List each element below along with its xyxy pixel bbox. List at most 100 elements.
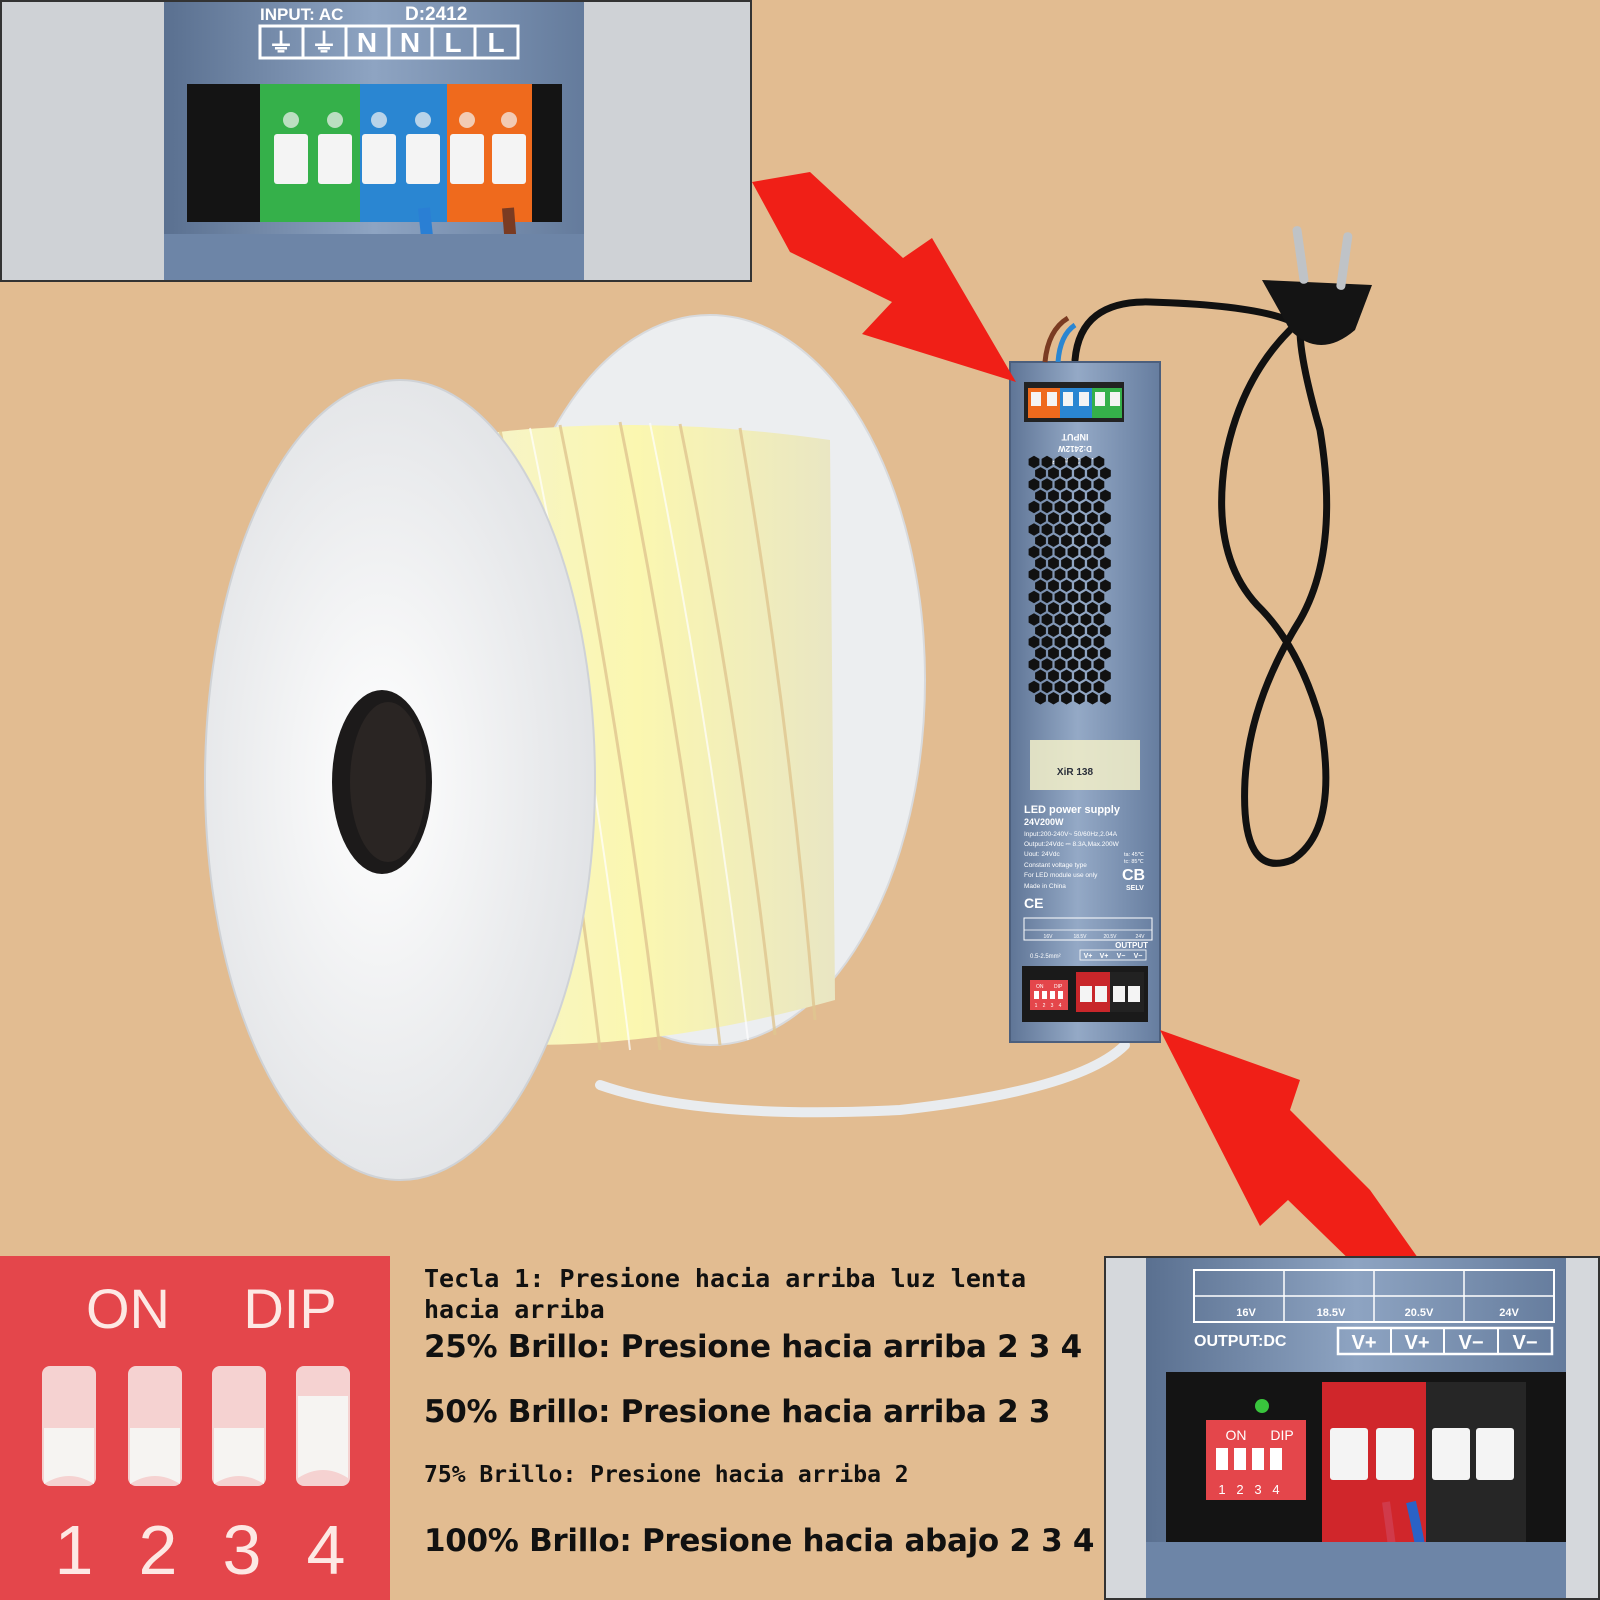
vent-hole bbox=[1048, 557, 1059, 570]
psu-volt-1: 18.5V bbox=[1073, 934, 1087, 940]
vent-hole bbox=[1041, 680, 1053, 694]
psu-output-term-labels: V+ V+ V− V− bbox=[1079, 949, 1147, 961]
psu-volt-3: 24V bbox=[1136, 934, 1146, 940]
vent-hole bbox=[1080, 613, 1092, 626]
vent-hole bbox=[1074, 692, 1085, 705]
vent-hole bbox=[1067, 545, 1079, 559]
vent-hole bbox=[1100, 647, 1111, 660]
vent-hole bbox=[1041, 478, 1053, 491]
dip-num-4: 4 bbox=[307, 1511, 346, 1589]
vent-hole bbox=[1093, 613, 1105, 626]
vent-hole bbox=[1054, 500, 1066, 514]
dip-num-3: 3 bbox=[223, 1511, 262, 1589]
vent-hole bbox=[1080, 635, 1092, 649]
terminal-levers bbox=[274, 134, 526, 184]
vent-hole bbox=[1061, 579, 1072, 592]
vent-hole bbox=[1041, 500, 1053, 514]
psu-selv: SELV bbox=[1126, 885, 1144, 892]
vent-hole bbox=[1067, 455, 1079, 469]
vent-hole bbox=[1100, 669, 1111, 682]
vent-hole bbox=[1054, 613, 1066, 626]
psu-line-3: Constant voltage type bbox=[1024, 862, 1087, 869]
vent-hole bbox=[1080, 680, 1092, 694]
vent-hole bbox=[1035, 602, 1046, 615]
vent-hole bbox=[1080, 590, 1092, 604]
vent-hole bbox=[1074, 602, 1085, 615]
vent-hole bbox=[1041, 523, 1053, 536]
vent-hole bbox=[1093, 455, 1105, 469]
vent-hole bbox=[1067, 590, 1079, 604]
vent-hole bbox=[1041, 613, 1053, 626]
psu-line-1: Output:24Vdc ⎓ 8.3A,Max.200W bbox=[1024, 841, 1120, 848]
psu-input-terminals bbox=[1028, 388, 1122, 418]
vent-hole bbox=[1048, 692, 1059, 705]
vent-hole bbox=[1054, 590, 1066, 604]
vent-hole bbox=[1087, 669, 1098, 682]
vent-hole bbox=[1100, 489, 1111, 502]
vent-hole bbox=[1035, 467, 1046, 480]
input-term-1: ⏚ bbox=[311, 28, 337, 58]
vent-hole bbox=[1074, 534, 1085, 547]
psu-output-spec: 0.5-2.5mm² bbox=[1030, 954, 1061, 960]
psu-volt-2: 20.5V bbox=[1103, 934, 1117, 940]
svg-text:DIP: DIP bbox=[1054, 984, 1063, 990]
vent-hole bbox=[1061, 467, 1072, 480]
vent-hole bbox=[1100, 579, 1111, 592]
out-term-2: V− bbox=[1458, 1332, 1483, 1354]
svg-text:2: 2 bbox=[1043, 1003, 1046, 1009]
vent-hole bbox=[1087, 557, 1098, 570]
input-terminal-inset: INPUT: AC D:2412 ⏚ ⏚ N N L L bbox=[0, 0, 752, 282]
vent-hole bbox=[1080, 478, 1092, 491]
vent-hole bbox=[1093, 545, 1105, 559]
euro-plug bbox=[1262, 226, 1372, 345]
dip-switch-inset: ON DIP 1 2 3 4 bbox=[0, 1256, 390, 1600]
vent-hole bbox=[1074, 512, 1085, 525]
psu-temp-1: tc: 85℃ bbox=[1124, 859, 1144, 865]
vent-hole bbox=[1100, 512, 1111, 525]
vent-hole bbox=[1041, 635, 1053, 649]
vent-hole bbox=[1093, 523, 1105, 536]
vent-hole bbox=[1028, 478, 1040, 491]
out-volt-0: 16V bbox=[1236, 1307, 1256, 1319]
vent-hole bbox=[1067, 478, 1079, 491]
vent-hole bbox=[1048, 489, 1059, 502]
out-volt-3: 24V bbox=[1499, 1307, 1519, 1319]
vent-hole bbox=[1087, 489, 1098, 502]
vent-hole bbox=[1067, 500, 1079, 514]
vent-hole bbox=[1061, 489, 1072, 502]
vent-hole bbox=[1048, 534, 1059, 547]
vent-hole bbox=[1087, 512, 1098, 525]
psu-volt-0: 16V bbox=[1044, 934, 1054, 940]
psu-ce-mark: CE bbox=[1024, 895, 1043, 911]
psu-line-2: Uout: 24Vdc bbox=[1024, 851, 1061, 858]
vent-hole bbox=[1080, 658, 1092, 671]
vent-hole bbox=[1087, 602, 1098, 615]
psu-line-5: Made in China bbox=[1024, 883, 1066, 890]
dip-dip-label: DIP bbox=[243, 1277, 336, 1340]
vent-hole bbox=[1080, 500, 1092, 514]
vent-hole bbox=[1061, 624, 1072, 637]
instruction-key1-line2: hacia arriba bbox=[424, 1295, 605, 1324]
vent-hole bbox=[1067, 523, 1079, 536]
input-terminal-label-row: ⏚ ⏚ N N L L bbox=[258, 24, 520, 60]
vent-hole bbox=[1035, 557, 1046, 570]
vent-hole bbox=[1035, 579, 1046, 592]
dip-num-2: 2 bbox=[139, 1511, 178, 1589]
vent-hole bbox=[1041, 455, 1053, 469]
vent-hole bbox=[1061, 602, 1072, 615]
instruction-50-brightness: 50% Brillo: Presione hacia arriba 2 3 bbox=[424, 1394, 1051, 1430]
vent-hole bbox=[1087, 692, 1098, 705]
psu-cb-mark: CB bbox=[1122, 867, 1145, 884]
psu-output-label: OUTPUT bbox=[1115, 941, 1148, 950]
psu-brand: XiR 138 bbox=[1057, 767, 1094, 778]
led-power-supply: INPUT D:2412W 0.75-2.5mm² XiR 138 LED po… bbox=[1009, 315, 1161, 1043]
vent-hole bbox=[1041, 590, 1053, 604]
vent-hole bbox=[1054, 568, 1066, 581]
svg-text:V−: V− bbox=[1134, 953, 1143, 960]
vent-hole bbox=[1093, 635, 1105, 649]
svg-text:ON: ON bbox=[1036, 984, 1044, 990]
vent-hole bbox=[1074, 624, 1085, 637]
vent-hole bbox=[1061, 669, 1072, 682]
vent-hole bbox=[1061, 557, 1072, 570]
